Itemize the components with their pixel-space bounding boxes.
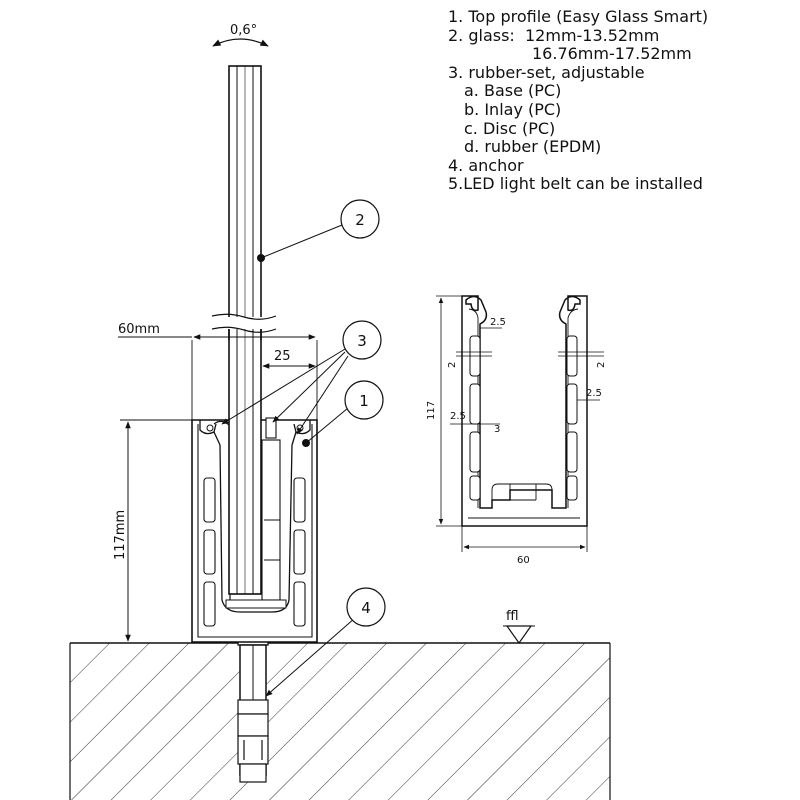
ffl-marker: ffl bbox=[503, 609, 535, 645]
legend-item-anchor: 4. anchor bbox=[448, 155, 524, 175]
legend-item-glass: 2. glass: 12mm-13.52mm bbox=[448, 25, 660, 45]
callout-1-number: 1 bbox=[359, 392, 369, 410]
dimension-height-117mm: 117mm bbox=[113, 419, 192, 644]
tilt-angle-label: 0,6° bbox=[230, 23, 257, 38]
callout-2: 2 bbox=[257, 199, 380, 262]
section-wall-3-label: 3 bbox=[494, 424, 500, 435]
callout-4: 4 bbox=[265, 587, 386, 697]
callout-4-number: 4 bbox=[361, 599, 371, 617]
callout-1: 1 bbox=[302, 380, 384, 447]
dimension-width-60mm: 60mm bbox=[118, 322, 318, 420]
dimension-offset-25: 25 bbox=[262, 349, 316, 369]
legend-item-top-profile: 1. Top profile (Easy Glass Smart) bbox=[448, 7, 709, 26]
height-117mm-label: 117mm bbox=[113, 510, 128, 560]
parts-legend: 1. Top profile (Easy Glass Smart) 2. gla… bbox=[448, 7, 709, 194]
legend-item-disc: c. Disc (PC) bbox=[464, 118, 556, 138]
floor-slab bbox=[69, 642, 611, 800]
legend-item-rubber: d. rubber (EPDM) bbox=[464, 137, 602, 157]
section-wall-2-5-left-label: 2.5 bbox=[450, 411, 466, 422]
ffl-label: ffl bbox=[506, 609, 519, 624]
profile-cross-section: 117 60 2.5 2 2 2.5 2.5 3 bbox=[426, 295, 607, 566]
legend-item-inlay: b. Inlay (PC) bbox=[464, 99, 562, 119]
section-width-60-label: 60 bbox=[517, 555, 530, 566]
glass-panel bbox=[211, 65, 277, 595]
section-wall-2-5-top-label: 2.5 bbox=[490, 317, 506, 328]
tilt-indicator: 0,6° bbox=[212, 23, 269, 47]
callout-3-number: 3 bbox=[357, 332, 367, 350]
section-wall-2-right-label: 2 bbox=[596, 362, 607, 368]
section-wall-2-left-label: 2 bbox=[447, 362, 458, 368]
callout-2-number: 2 bbox=[355, 211, 365, 229]
legend-item-rubber-set: 3. rubber-set, adjustable bbox=[448, 62, 645, 82]
legend-item-base: a. Base (PC) bbox=[464, 81, 562, 101]
legend-item-glass-alt: 16.76mm-17.52mm bbox=[532, 44, 692, 64]
legend-item-led: 5.LED light belt can be installed bbox=[448, 174, 703, 194]
section-wall-2-5-right-label: 2.5 bbox=[586, 388, 602, 399]
width-60mm-label: 60mm bbox=[118, 322, 160, 337]
offset-25-label: 25 bbox=[274, 349, 291, 364]
callout-3: 3 bbox=[221, 320, 382, 435]
section-height-117-label: 117 bbox=[426, 401, 437, 420]
